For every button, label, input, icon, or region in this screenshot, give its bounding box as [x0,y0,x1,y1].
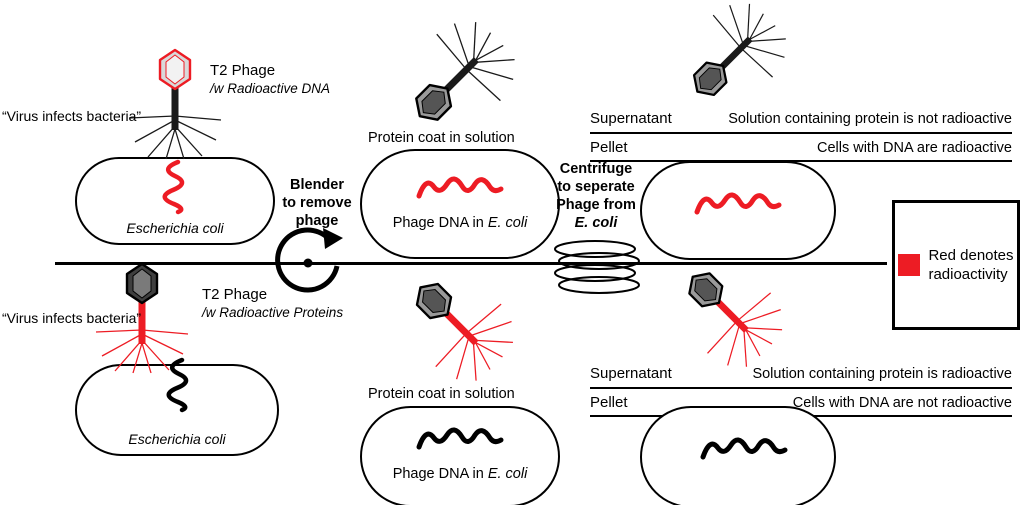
centrifuge-line4: E. coli [574,215,618,231]
supernatant-text-bottom: Solution containing protein is radioacti… [752,366,1012,382]
virus-infects-caption-bottom: “Virus infects bacteria” [2,310,142,326]
t2-phage-subtitle: /w Radioactive DNA [210,81,331,96]
ecoli-cell-bottom: Escherichia coli [75,364,279,456]
phage-dna-red-squiggle-icon [416,176,504,199]
t2-phage-subtitle-bottom: /w Radioactive Proteins [202,305,344,320]
pellet-text-top: Cells with DNA are radioactive [816,140,1012,156]
pellet-cell-bottom [640,406,836,505]
phage-dna-flask-label-bottom: Phage DNA in E. coli [362,466,558,482]
protein-coat-caption-top: Protein coat in solution [368,130,515,146]
legend-text: Red denotes radioactivity [928,246,1013,284]
phage-dna-flask-bottom: Phage DNA in E. coli [360,406,560,505]
flask-label-prefix: Phage DNA in [392,215,488,231]
centrifuge-line1: Centrifuge [559,161,633,177]
phage-dna-flask-top: Phage DNA in E. coli [360,149,560,259]
blender-icon [275,227,343,293]
blender-line1: Blender [290,177,344,193]
protein-coat-phage-top-icon [392,18,524,138]
supernatant-label-top: Supernatant [590,110,672,127]
supernatant-phage-top-icon [668,0,798,112]
ecoli-cell-label-bottom: Escherichia coli [128,431,226,447]
legend-box: Red denotes radioactivity [892,200,1020,330]
centrifuge-step-label: Centrifuge to seperate Phage from E. col… [548,160,644,232]
injected-dna-squiggle-red-icon [162,159,185,215]
blender-line3: phage [295,213,339,229]
experiment-divider-line [55,262,887,265]
t2-phage-protein-label: T2 Phage /w Radioactive Proteins [202,286,343,322]
supernatant-rule-top [590,132,1012,134]
supernatant-text-top: Solution containing protein is not radio… [728,111,1012,127]
protein-coat-phage-bottom-icon [392,266,524,384]
ecoli-cell-top: Escherichia coli [75,157,275,245]
injected-dna-squiggle-black-icon [166,357,189,413]
phage-dna-flask-label-top: Phage DNA in E. coli [362,215,558,231]
pellet-label-top: Pellet [590,139,628,156]
legend-line2: radioactivity [928,266,1008,283]
supernatant-rule-bottom [590,387,1012,389]
flask-label-prefix-bottom: Phage DNA in [392,466,488,482]
centrifuge-icon [554,240,640,294]
pellet-dna-black-squiggle-icon [700,437,788,460]
protein-coat-caption-bottom: Protein coat in solution [368,386,515,402]
t2-phage-title-bottom: T2 Phage [202,286,268,303]
centrifuge-line3: Phage from [556,197,636,213]
blender-line2: to remove [282,195,352,211]
flask-label-species-bottom: E. coli [487,466,528,482]
pellet-rule-top [590,160,1012,162]
supernatant-row-bottom: Supernatant Solution containing protein … [590,365,1012,382]
t2-phage-title: T2 Phage [210,62,276,79]
pellet-dna-red-squiggle-icon [694,192,782,215]
supernatant-label-bottom: Supernatant [590,365,672,382]
phage-dna-black-squiggle-icon [416,427,504,450]
centrifuge-line2: to seperate [557,179,635,195]
supernatant-row-top: Supernatant Solution containing protein … [590,110,1012,127]
flask-label-species: E. coli [487,215,528,231]
t2-phage-dna-label: T2 Phage /w Radioactive DNA [210,62,330,98]
blender-step-label: Blender to remove phage [267,176,367,230]
pellet-row-top: Pellet Cells with DNA are radioactive [590,139,1012,156]
virus-infects-caption-top: “Virus infects bacteria” [2,108,142,124]
pellet-cell-top [640,161,836,260]
pellet-text-bottom: Cells with DNA are not radioactive [792,395,1012,411]
supernatant-phage-bottom-icon [664,256,794,370]
ecoli-cell-label: Escherichia coli [126,220,224,236]
t2-phage-radioactive-dna-icon [127,48,223,160]
pellet-row-bottom: Pellet Cells with DNA are not radioactiv… [590,394,1012,411]
pellet-label-bottom: Pellet [590,394,628,411]
legend-line1: Red denotes [928,247,1014,264]
radioactivity-swatch [898,254,921,276]
